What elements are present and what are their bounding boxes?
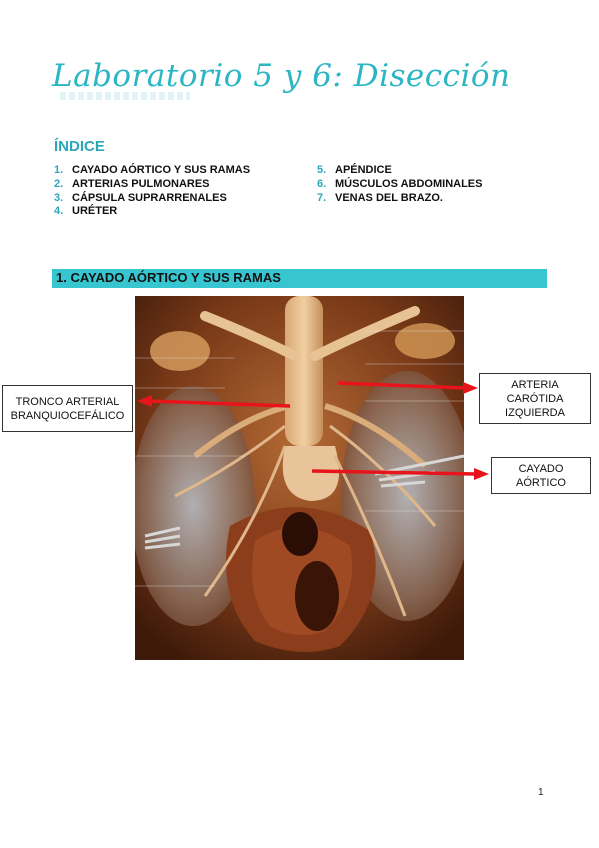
dissection-photo — [135, 296, 464, 660]
label-arteria-carotida: ARTERIA CARÓTIDA IZQUIERDA — [479, 373, 591, 424]
index-item: 2.ARTERIAS PULMONARES — [54, 177, 210, 190]
label-tronco-arterial: TRONCO ARTERIAL BRANQUIOCEFÁLICO — [2, 385, 133, 432]
dissection-illustration — [135, 296, 464, 660]
title-decoration — [60, 92, 190, 100]
label-cayado-aortico: CAYADO AÓRTICO — [491, 457, 591, 494]
index-heading: ÍNDICE — [54, 138, 105, 155]
index-item: 6.MÚSCULOS ABDOMINALES — [317, 177, 483, 190]
index-item: 4.URÉTER — [54, 205, 118, 218]
index-list-right: 5.APÉNDICE 6.MÚSCULOS ABDOMINALES 7.VENA… — [317, 164, 482, 205]
section-heading-bar — [52, 269, 547, 288]
index-item: 5.APÉNDICE — [317, 164, 392, 176]
arrow-cayado — [311, 468, 489, 480]
document-title: Laboratorio 5 y 6: Disección — [52, 58, 511, 94]
index-item: 1.CAYADO AÓRTICO Y SUS RAMAS — [54, 164, 251, 176]
page-number: 1 — [538, 787, 544, 798]
index-item: 7.VENAS DEL BRAZO. — [317, 191, 443, 204]
index-item: 3.CÁPSULA SUPRARRENALES — [54, 191, 227, 204]
section-title: 1. CAYADO AÓRTICO Y SUS RAMAS — [56, 270, 281, 285]
index-list-left: 1.CAYADO AÓRTICO Y SUS RAMAS 2.ARTERIAS … — [54, 164, 250, 219]
arrow-tronco — [137, 395, 291, 408]
arrow-carotida — [337, 381, 478, 394]
